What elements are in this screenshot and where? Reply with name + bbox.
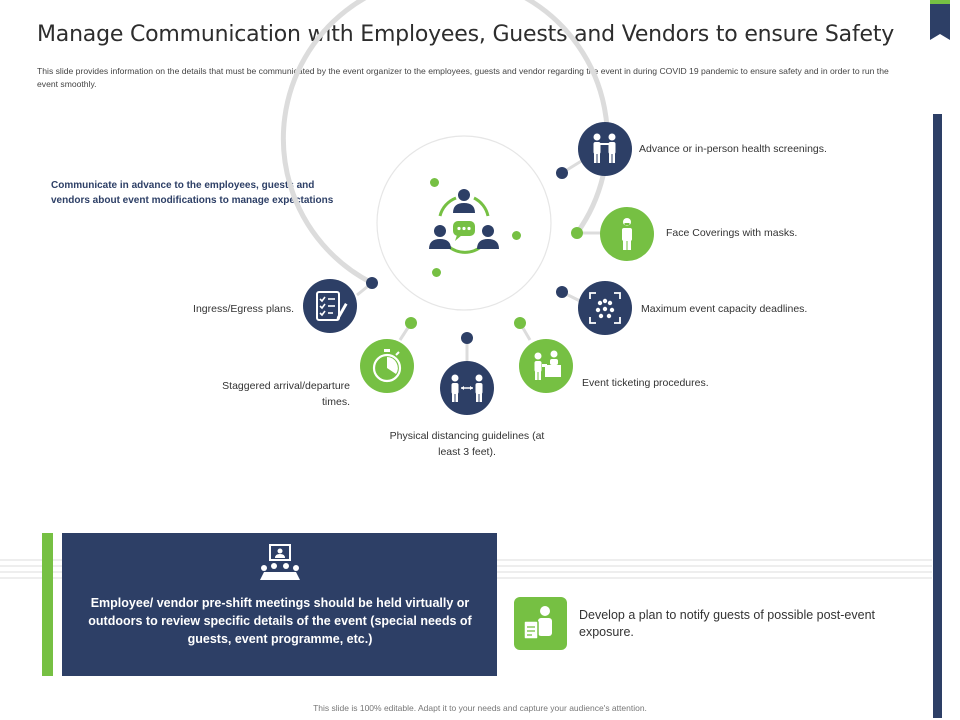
health-screening-node <box>578 122 632 176</box>
team-communication-icon <box>429 189 499 254</box>
page-title: Manage Communication with Employees, Gue… <box>37 22 895 47</box>
arc-dot <box>556 286 568 298</box>
intro-text: Communicate in advance to the employees,… <box>51 180 334 206</box>
notification-person-icon <box>523 606 552 640</box>
distancing-icon <box>451 374 483 402</box>
arc-dot <box>461 332 473 344</box>
step-label-ingress-egress: Ingress/Egress plans. <box>193 303 294 315</box>
step-label-capacity: Maximum event capacity deadlines. <box>641 303 808 315</box>
mask-person-icon <box>622 218 632 250</box>
step-label-face-coverings: Face Coverings with masks. <box>666 227 798 239</box>
distancing-node <box>440 361 494 415</box>
inner-dot <box>430 178 439 187</box>
ticketing-node <box>519 339 573 393</box>
right-accent-bar <box>933 114 942 718</box>
stopwatch-icon <box>372 349 402 383</box>
meeting-text: Employee/ vendor pre-shift meetings shou… <box>88 596 472 646</box>
footer-note: This slide is 100% editable. Adapt it to… <box>313 703 647 713</box>
page-subtitle: This slide provides information on the d… <box>37 66 889 89</box>
arc-dot <box>405 317 417 329</box>
step-label-distancing: Physical distancing guidelines (at least… <box>389 430 545 458</box>
inner-dot <box>512 231 521 240</box>
green-side-bar <box>42 533 53 676</box>
stopwatch-node <box>360 339 414 393</box>
capacity-node <box>578 281 632 335</box>
arc-dot <box>571 227 583 239</box>
crowd-capacity-icon <box>589 292 621 324</box>
bookmark-tab-icon <box>930 0 950 40</box>
step-label-health-screening: Advance or in-person health screenings. <box>639 143 827 155</box>
inner-dot <box>432 268 441 277</box>
ticket-counter-icon <box>534 350 561 380</box>
arc-dot <box>556 167 568 179</box>
mask-node <box>600 207 654 261</box>
step-label-ticketing: Event ticketing procedures. <box>582 377 709 389</box>
step-label-staggered: Staggered arrival/departure times. <box>222 380 350 408</box>
arc-dot <box>366 277 378 289</box>
arc-dot <box>514 317 526 329</box>
virtual-meeting-icon <box>260 544 300 580</box>
notify-icon-box <box>514 597 567 650</box>
checklist-icon <box>316 291 348 321</box>
notify-text: Develop a plan to notify guests of possi… <box>579 608 876 639</box>
checklist-node <box>303 279 357 333</box>
health-screening-icon <box>593 133 616 163</box>
